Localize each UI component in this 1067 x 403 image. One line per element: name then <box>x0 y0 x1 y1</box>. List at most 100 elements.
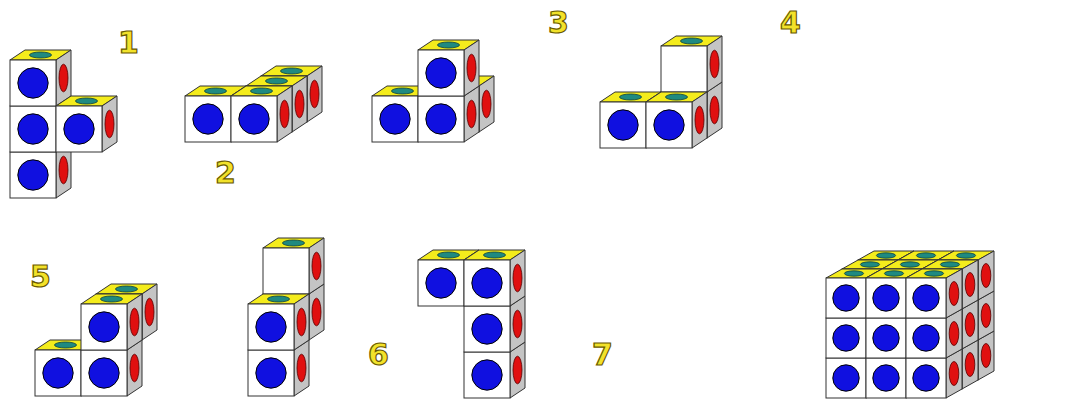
side-dot <box>965 353 975 377</box>
front-dot <box>18 114 48 144</box>
cube-side-face <box>464 40 479 96</box>
cube-front-face <box>464 352 510 398</box>
side-dot <box>695 106 704 134</box>
side-dot <box>981 264 991 288</box>
cube-front-face <box>248 350 294 396</box>
front-dot <box>472 268 502 298</box>
cube-front-face <box>10 152 56 198</box>
top-dot <box>250 88 272 94</box>
cube-front-face <box>826 318 866 358</box>
cube-side-face <box>309 238 324 294</box>
side-dot <box>710 50 719 78</box>
cube-front-face <box>10 60 56 106</box>
side-dot <box>310 80 319 108</box>
callout-number: 2 <box>215 158 236 188</box>
top-dot <box>916 253 935 258</box>
cube-side-face <box>277 86 292 142</box>
side-dot <box>949 282 959 306</box>
cube-side-face <box>292 76 307 132</box>
cube-front-face <box>418 50 464 96</box>
side-dot <box>513 264 522 292</box>
side-dot <box>467 100 476 128</box>
cube-front-face <box>81 304 127 350</box>
cube-front-face <box>35 350 81 396</box>
front-dot <box>193 104 223 134</box>
side-dot <box>965 313 975 337</box>
front-dot <box>873 365 899 391</box>
top-dot <box>619 94 641 100</box>
side-dot <box>59 64 68 92</box>
cube-side-face <box>962 260 978 309</box>
cube-side-face <box>978 251 994 300</box>
cube-side-face <box>692 92 707 148</box>
cube-side-face <box>707 36 722 92</box>
front-dot <box>256 312 286 342</box>
cube-side-face <box>142 284 157 340</box>
front-dot <box>472 314 502 344</box>
callout-number: 3 <box>548 8 569 38</box>
side-dot <box>949 322 959 346</box>
top-dot <box>860 262 879 267</box>
soma-piece <box>35 284 157 396</box>
front-dot <box>43 358 73 388</box>
side-dot <box>312 298 321 326</box>
top-dot <box>437 42 459 48</box>
front-dot <box>833 325 859 351</box>
front-dot <box>426 104 456 134</box>
front-dot <box>18 68 48 98</box>
cube-front-face <box>866 278 906 318</box>
cube-front-face <box>418 260 464 306</box>
top-dot <box>54 342 76 348</box>
cube-front-face <box>231 96 277 142</box>
front-dot <box>18 160 48 190</box>
side-dot <box>59 156 68 184</box>
soma-piece <box>418 250 525 398</box>
side-dot <box>295 90 304 118</box>
cube-front-face <box>56 106 102 152</box>
cube-front-face <box>372 96 418 142</box>
side-dot <box>312 252 321 280</box>
front-dot <box>426 268 456 298</box>
cube-front-face <box>906 278 946 318</box>
cube-front-face <box>661 46 707 92</box>
top-dot <box>100 296 122 302</box>
front-dot <box>64 114 94 144</box>
soma-piece <box>826 251 994 398</box>
front-dot <box>239 104 269 134</box>
cube-front-face <box>10 106 56 152</box>
front-dot <box>256 358 286 388</box>
callout-number: 5 <box>30 262 51 292</box>
side-dot <box>949 362 959 386</box>
top-dot <box>483 252 505 258</box>
side-dot <box>981 344 991 368</box>
soma-piece <box>10 50 117 198</box>
front-dot <box>913 365 939 391</box>
cube-front-face <box>600 102 646 148</box>
front-dot <box>833 365 859 391</box>
front-dot <box>89 312 119 342</box>
cube-front-face <box>248 304 294 350</box>
top-dot <box>437 252 459 258</box>
side-dot <box>482 90 491 118</box>
side-dot <box>297 308 306 336</box>
cube-side-face <box>127 294 142 350</box>
soma-piece <box>600 36 722 148</box>
front-dot <box>654 110 684 140</box>
top-dot <box>876 253 895 258</box>
top-dot <box>680 38 702 44</box>
front-dot <box>833 285 859 311</box>
side-dot <box>145 298 154 326</box>
cube-front-face <box>866 318 906 358</box>
cube-side-face <box>510 250 525 306</box>
side-dot <box>105 110 114 138</box>
front-dot <box>472 360 502 390</box>
soma-piece <box>185 66 322 142</box>
top-dot <box>115 286 137 292</box>
top-dot <box>75 98 97 104</box>
cube-front-face <box>906 358 946 398</box>
side-dot <box>130 308 139 336</box>
cube-front-face <box>826 278 866 318</box>
cube-front-face <box>185 96 231 142</box>
top-dot <box>665 94 687 100</box>
